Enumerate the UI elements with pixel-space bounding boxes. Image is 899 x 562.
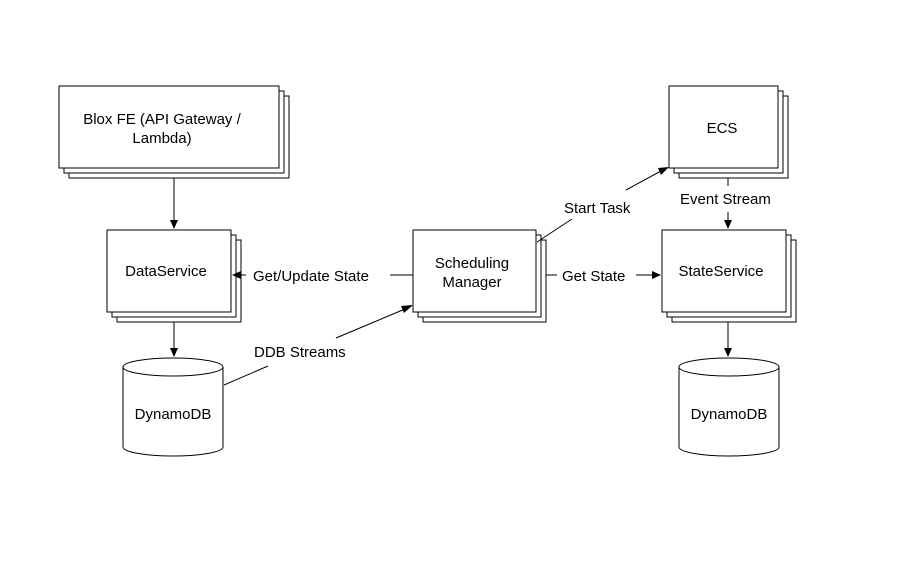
edge-get-state: Get State	[546, 268, 661, 285]
node-dynamodb-left-label: DynamoDB	[135, 406, 212, 423]
edge-dataservice-to-dynamodb	[170, 322, 178, 357]
node-dynamodb-left: DynamoDB	[122, 357, 224, 457]
node-dynamodb-right: DynamoDB	[678, 357, 780, 457]
edge-event-stream-label: Event Stream	[680, 191, 771, 208]
node-dynamodb-right-label: DynamoDB	[691, 406, 768, 423]
node-blox-fe-label-line-2: Lambda)	[132, 130, 191, 147]
node-ecs: ECS	[668, 85, 789, 179]
edge-start-task: Start Task	[536, 167, 669, 243]
edge-ddb-streams: DDB Streams	[223, 305, 413, 386]
edge-stateservice-to-dynamodb	[724, 322, 732, 357]
node-state-service: StateService	[661, 229, 797, 323]
edge-ddb-streams-label: DDB Streams	[254, 344, 346, 361]
edge-get-state-label: Get State	[562, 268, 625, 285]
edge-event-stream: Event Stream	[680, 178, 771, 229]
node-scheduling-manager-label-line-2: Manager	[442, 274, 501, 291]
node-blox-fe-label-line-1: Blox FE (API Gateway /	[83, 111, 241, 128]
node-scheduling-manager: Scheduling Manager	[412, 229, 547, 323]
edge-bloxfe-to-dataservice	[170, 178, 178, 229]
node-ecs-label: ECS	[707, 120, 738, 137]
node-scheduling-manager-label-line-1: Scheduling	[435, 255, 509, 272]
node-blox-fe: Blox FE (API Gateway / Lambda)	[58, 85, 290, 179]
edge-get-update-state: Get/Update State	[232, 268, 413, 285]
node-data-service-label: DataService	[125, 263, 207, 280]
node-state-service-label: StateService	[678, 263, 763, 280]
edge-start-task-label: Start Task	[564, 200, 631, 217]
node-data-service: DataService	[106, 229, 242, 323]
edge-get-update-state-label: Get/Update State	[253, 268, 369, 285]
